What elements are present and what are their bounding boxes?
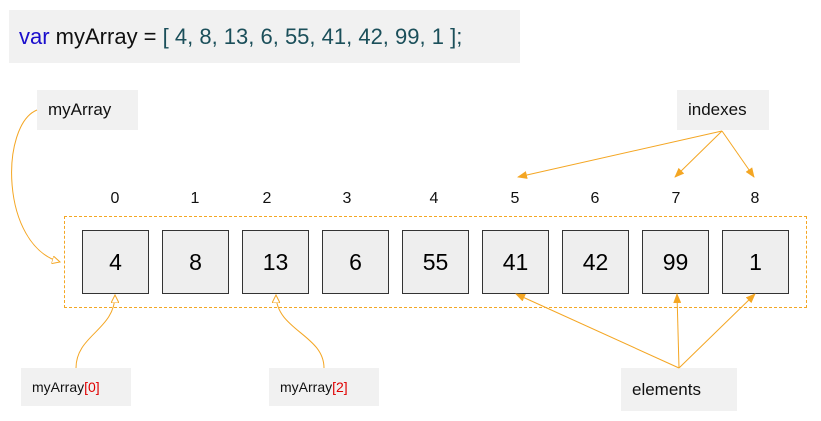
element-cell-6: 42 bbox=[562, 230, 629, 294]
index-0: 0 bbox=[110, 190, 120, 207]
code-keyword: var bbox=[19, 24, 50, 49]
element-cell-0: 4 bbox=[82, 230, 149, 294]
elements-arrows bbox=[515, 293, 756, 369]
indexes-label: indexes bbox=[677, 90, 769, 130]
code-open-bracket: [ bbox=[162, 24, 175, 49]
array-container bbox=[64, 216, 807, 308]
element-cell-5: 41 bbox=[482, 230, 549, 294]
index-7: 7 bbox=[671, 190, 681, 207]
access-0-connector bbox=[75, 295, 115, 369]
element-cell-1: 8 bbox=[162, 230, 229, 294]
index-1: 1 bbox=[190, 190, 200, 207]
index-3: 3 bbox=[342, 190, 352, 207]
elements-text: elements bbox=[632, 380, 701, 399]
code-close: ]; bbox=[443, 24, 463, 49]
access-0-index: [0] bbox=[84, 379, 100, 395]
elements-label: elements bbox=[621, 368, 737, 411]
code-values: 4, 8, 13, 6, 55, 41, 42, 99, 1 bbox=[174, 24, 444, 49]
code-declaration: myArray = bbox=[49, 24, 163, 49]
access-2-name: myArray bbox=[280, 379, 333, 395]
array-name-label: myArray bbox=[37, 90, 138, 130]
index-4: 4 bbox=[429, 190, 439, 207]
code-line: var myArray = [ 4, 8, 13, 6, 55, 41, 42,… bbox=[9, 10, 520, 63]
access-2-connector bbox=[276, 295, 325, 369]
element-cell-2: 13 bbox=[242, 230, 309, 294]
indexes-text: indexes bbox=[688, 100, 747, 119]
index-5: 5 bbox=[510, 190, 520, 207]
array-name-connector bbox=[11, 109, 60, 262]
access-0-name: myArray bbox=[32, 379, 85, 395]
element-cell-4: 55 bbox=[402, 230, 469, 294]
access-2-label: myArray[2] bbox=[269, 368, 379, 406]
index-8: 8 bbox=[750, 190, 760, 207]
array-name-text: myArray bbox=[48, 100, 112, 119]
element-cell-3: 6 bbox=[322, 230, 389, 294]
index-6: 6 bbox=[590, 190, 600, 207]
indexes-arrows bbox=[517, 130, 755, 179]
index-2: 2 bbox=[262, 190, 272, 207]
access-2-index: [2] bbox=[332, 379, 348, 395]
element-cell-7: 99 bbox=[642, 230, 709, 294]
access-0-label: myArray[0] bbox=[21, 368, 131, 406]
element-cell-8: 1 bbox=[722, 230, 789, 294]
